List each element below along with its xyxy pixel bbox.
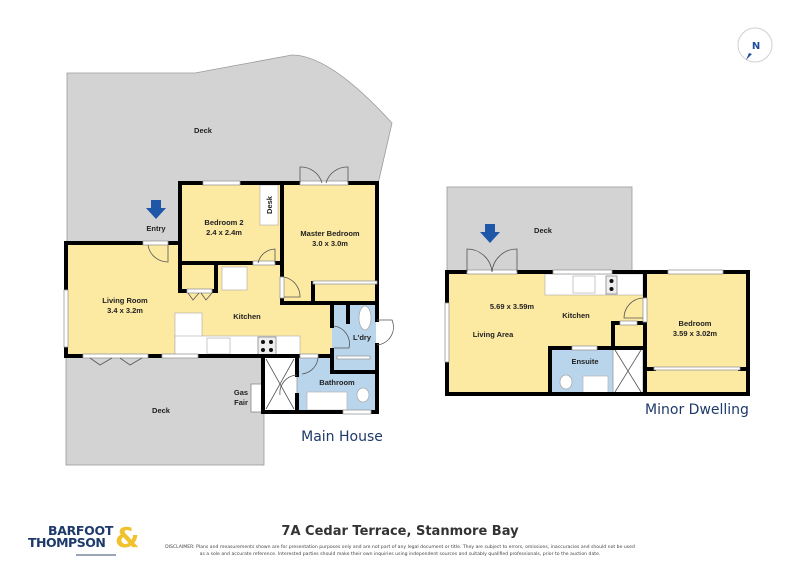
minor-bedroom-label: Bedroom: [679, 319, 712, 328]
laundry-label: L'dry: [353, 333, 372, 342]
kitchen-label: Kitchen: [233, 312, 261, 321]
main-house-deck-bottom: [65, 355, 265, 466]
compass-north-label: N: [752, 41, 760, 52]
master-wardrobe-doors: [312, 280, 378, 285]
minor-bedroom-window: [667, 269, 724, 275]
ensuite-door-opening: [571, 345, 598, 351]
cooktop-burners: [261, 340, 273, 352]
minor-kitchen-window: [552, 269, 613, 275]
laundry-tub-icon: [358, 305, 372, 331]
gas-fire-label-2: Fair: [234, 398, 248, 407]
minor-deck-label: Deck: [534, 226, 553, 235]
minor-closet-door: [619, 320, 638, 326]
ensuite-shower-lines: [614, 349, 642, 393]
living-window-south: [161, 353, 199, 359]
kitchen-sink-icon: [206, 337, 231, 355]
vanity-icon: [306, 391, 348, 411]
logo-ampersand: &: [115, 521, 140, 554]
compass: N: [737, 27, 773, 63]
minor-living-window: [444, 302, 450, 363]
minor-dwelling-plan: Deck 5.69 x 3.59m Living Area Kitchen Be…: [444, 186, 750, 418]
minor-living-dims: 5.69 x 3.59m: [490, 302, 535, 311]
minor-deck: [446, 186, 633, 273]
deck-top-label: Deck: [194, 126, 213, 135]
living-sliding-doors: [82, 353, 149, 359]
main-house-title: Main House: [301, 429, 383, 445]
fridge-space: [221, 266, 248, 291]
minor-entry-arrow-icon: [480, 224, 500, 243]
entry-arrow-icon: [146, 200, 166, 219]
minor-dwelling-walls: [445, 270, 750, 396]
gas-fire-label-1: Gas: [234, 388, 248, 397]
compass-ring: [737, 27, 773, 63]
minor-wardrobe-doors: [653, 366, 741, 371]
living-room-dims: 3.4 x 3.2m: [107, 306, 143, 315]
kitchen-bench: [174, 335, 301, 357]
minor-dwelling-title: Minor Dwelling: [645, 402, 749, 418]
bedroom2-dims: 2.4 x 2.4m: [206, 228, 242, 237]
disclaimer-line-1: DISCLAIMER: Plans and measurements shown…: [165, 545, 635, 550]
disclaimer-line-2: as a sole and accurate reference. Intere…: [199, 552, 601, 557]
ensuite-toilet-icon: [559, 374, 573, 390]
master-bedroom-dims: 3.0 x 3.0m: [312, 239, 348, 248]
minor-bedroom-dims: 3.59 x 3.02m: [673, 329, 718, 338]
main-house-floor: [66, 183, 377, 356]
master-door-opening: [279, 276, 285, 299]
ensuite-vanity-icon: [582, 375, 609, 394]
main-house-plan: Deck Entry Bedroom 2 2.4 x 2.4m Desk Mas…: [63, 54, 394, 466]
pantry-door: [186, 288, 213, 294]
desk-label: Desk: [265, 195, 274, 214]
master-bedroom-label: Master Bedroom: [300, 229, 360, 238]
logo-text-thompson: THOMPSON: [28, 535, 106, 550]
minor-bedroom-door-opening: [642, 297, 648, 323]
bedroom2-label: Bedroom 2: [204, 218, 243, 227]
bedroom2-door-opening: [252, 260, 276, 266]
minor-door-swings: [466, 248, 644, 319]
bathroom-window: [342, 409, 372, 415]
bathroom-label: Bathroom: [319, 378, 355, 387]
disclaimer: DISCLAIMER: Plans and measurements shown…: [165, 544, 635, 558]
property-address: 7A Cedar Terrace, Stanmore Bay: [281, 524, 519, 539]
main-house-door-swings: [89, 166, 394, 396]
deck-bottom-label: Deck: [152, 406, 171, 415]
laundry-cupboard-doors: [336, 355, 371, 360]
compass-arrow-icon: [746, 53, 752, 60]
entry-door-opening: [142, 240, 169, 246]
living-window: [63, 289, 69, 348]
logo-tagline: [76, 554, 116, 556]
minor-kitchen-label: Kitchen: [562, 311, 590, 320]
cooktop-icon: [257, 336, 277, 356]
minor-sink-icon: [572, 275, 596, 294]
shower-drain-lines: [265, 358, 295, 410]
ensuite-label: Ensuite: [571, 357, 598, 366]
minor-cooktop-burners: [609, 279, 614, 291]
master-french-doors: [299, 180, 349, 186]
toilet-icon: [356, 387, 370, 403]
minor-cooktop-icon: [605, 275, 618, 295]
main-house-walls: [64, 181, 379, 414]
bedroom2-window: [202, 180, 241, 186]
living-room-label: Living Room: [102, 296, 148, 305]
entry-label: Entry: [146, 224, 166, 233]
brand-logo: BARFOOT THOMPSON &: [26, 521, 140, 560]
minor-living-label: Living Area: [473, 330, 514, 339]
logo-text-barfoot: BARFOOT: [48, 523, 114, 538]
bathroom-door-opening: [299, 353, 319, 359]
